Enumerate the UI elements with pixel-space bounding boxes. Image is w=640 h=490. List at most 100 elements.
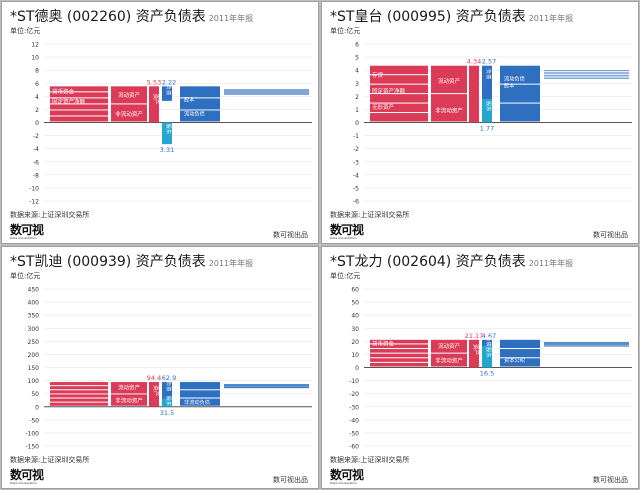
bar-label: 资本公积 — [504, 356, 525, 364]
bar-label: 2.22 — [162, 78, 176, 86]
asset-category-bar — [111, 382, 147, 406]
y-tick-label: -20 — [349, 391, 359, 398]
asset-detail-bar — [50, 382, 108, 406]
liability-detail-bar-segment — [500, 84, 540, 103]
y-tick-label: 5 — [355, 55, 359, 62]
bar-label: 流动资产 — [438, 77, 461, 85]
asset-detail-bar-segment — [50, 394, 108, 398]
y-tick-label: -2 — [353, 146, 359, 153]
liability-breakdown-bar-segment — [544, 344, 629, 345]
y-tick-label: 10 — [31, 55, 39, 62]
liability-breakdown-bar-segment — [224, 90, 309, 91]
asset-detail-bar-segment — [370, 339, 428, 344]
asset-detail-bar-segment — [50, 110, 108, 116]
y-tick-label: 4 — [355, 68, 359, 75]
bar-label: 股东 — [165, 124, 173, 134]
liability-detail-bar-segment — [500, 65, 540, 84]
source-note: 数据来源:上证深圳交易所 — [330, 456, 410, 464]
y-tick-label: 1 — [355, 107, 359, 114]
liability-breakdown-bar-segment — [224, 386, 309, 388]
total-asset-bar — [149, 382, 159, 407]
bar-label: 固定资产净额 — [52, 98, 86, 106]
liability-breakdown-bar-segment — [224, 386, 309, 387]
y-tick-label: 20 — [351, 339, 359, 346]
liability-breakdown-bar-segment — [544, 345, 629, 346]
logo-text: 数可视 — [330, 223, 364, 237]
y-tick-label: -50 — [349, 430, 359, 437]
y-tick-label: -4 — [33, 146, 39, 153]
bar-label: 流动资产 — [118, 91, 141, 99]
logo-sub: Data Visualization — [330, 236, 358, 240]
y-tick-label: -100 — [25, 430, 39, 437]
chart-svg: 450400350300250200150100500-50-100-15094… — [25, 287, 312, 451]
bar-label: 非流动资产 — [115, 110, 143, 118]
bar-label: 流动资产 — [438, 342, 461, 350]
y-tick-label: -10 — [349, 378, 359, 385]
brand-label: 数可视出品 — [593, 231, 628, 239]
y-tick-label: 2 — [355, 94, 359, 101]
liability-breakdown-bar — [224, 89, 309, 95]
liability-breakdown-bar — [544, 342, 629, 347]
y-tick-label: 40 — [351, 313, 359, 320]
source-note: 数据来源:上证深圳交易所 — [10, 211, 90, 219]
liability-detail-bar — [180, 382, 220, 406]
chart-title-text: *ST凯迪 (000939) 资产负债表 — [10, 254, 206, 270]
unit-label: 单位:亿元 — [10, 27, 41, 35]
y-tick-label: 350 — [28, 313, 40, 320]
asset-detail-bar-segment — [370, 353, 428, 358]
bar-label: 非流动负债 — [184, 398, 210, 406]
bar-label: 4.34 — [467, 58, 481, 66]
liability-detail-bar-segment — [500, 103, 540, 122]
asset-detail-bar-segment — [50, 104, 108, 110]
liability-breakdown-bar-segment — [544, 71, 629, 73]
asset-detail-bar-segment — [370, 94, 428, 103]
liability-breakdown-bar — [224, 384, 309, 389]
asset-category-bar-segment — [111, 382, 147, 394]
logo-text: 数可视 — [10, 468, 44, 482]
chart-svg: 6050403020100-10-20-30-40-50-6021.174.67… — [349, 287, 632, 451]
liability-breakdown-bar-segment — [224, 94, 309, 95]
total-asset-bar — [469, 339, 479, 368]
equity-bar — [162, 398, 172, 407]
asset-detail-bar-segment — [370, 344, 428, 349]
bar-label: 3.31 — [160, 146, 174, 154]
y-tick-label: 3 — [355, 81, 359, 88]
chart-title-text: *ST龙力 (002604) 资产负债表 — [330, 254, 526, 270]
brand-label: 数可视出品 — [273, 476, 308, 484]
liability-breakdown-bar-segment — [224, 385, 309, 387]
liability-detail-bar-segment — [180, 398, 220, 406]
y-tick-label: -50 — [29, 417, 39, 424]
asset-category-bar-segment — [431, 339, 467, 353]
y-tick-label: 60 — [351, 287, 359, 294]
liability-bar — [482, 339, 492, 346]
liability-breakdown-bar-segment — [224, 89, 309, 90]
report-year-label: 2011年年报 — [528, 259, 574, 268]
equity-bar — [482, 99, 492, 123]
bar-label: 非流动资产 — [435, 357, 463, 365]
liability-detail-bar-segment — [500, 349, 540, 358]
y-tick-label: -1 — [353, 133, 359, 140]
y-tick-label: 200 — [28, 352, 40, 359]
report-year-label: 2011年年报 — [528, 14, 574, 23]
y-tick-label: 0 — [355, 120, 359, 127]
unit-label: 单位:亿元 — [330, 272, 361, 280]
y-tick-label: -40 — [349, 417, 359, 424]
liability-detail-bar — [500, 65, 540, 122]
y-tick-label: -10 — [29, 185, 39, 192]
liability-detail-bar-segment — [180, 86, 220, 98]
bar-label: 非流动资产 — [115, 396, 143, 404]
logo-sub: Data Visualization — [10, 236, 38, 240]
asset-category-bar — [431, 65, 467, 122]
y-tick-label: 6 — [355, 42, 359, 49]
y-tick-label: -30 — [349, 404, 359, 411]
y-tick-label: -12 — [29, 199, 39, 206]
liability-breakdown-bar-segment — [544, 76, 629, 78]
asset-detail-bar-segment — [50, 382, 108, 386]
liability-detail-bar — [180, 86, 220, 122]
bar-label: 股东 — [485, 347, 493, 357]
asset-detail-bar-segment — [370, 75, 428, 84]
liability-breakdown-bar-segment — [224, 92, 309, 93]
